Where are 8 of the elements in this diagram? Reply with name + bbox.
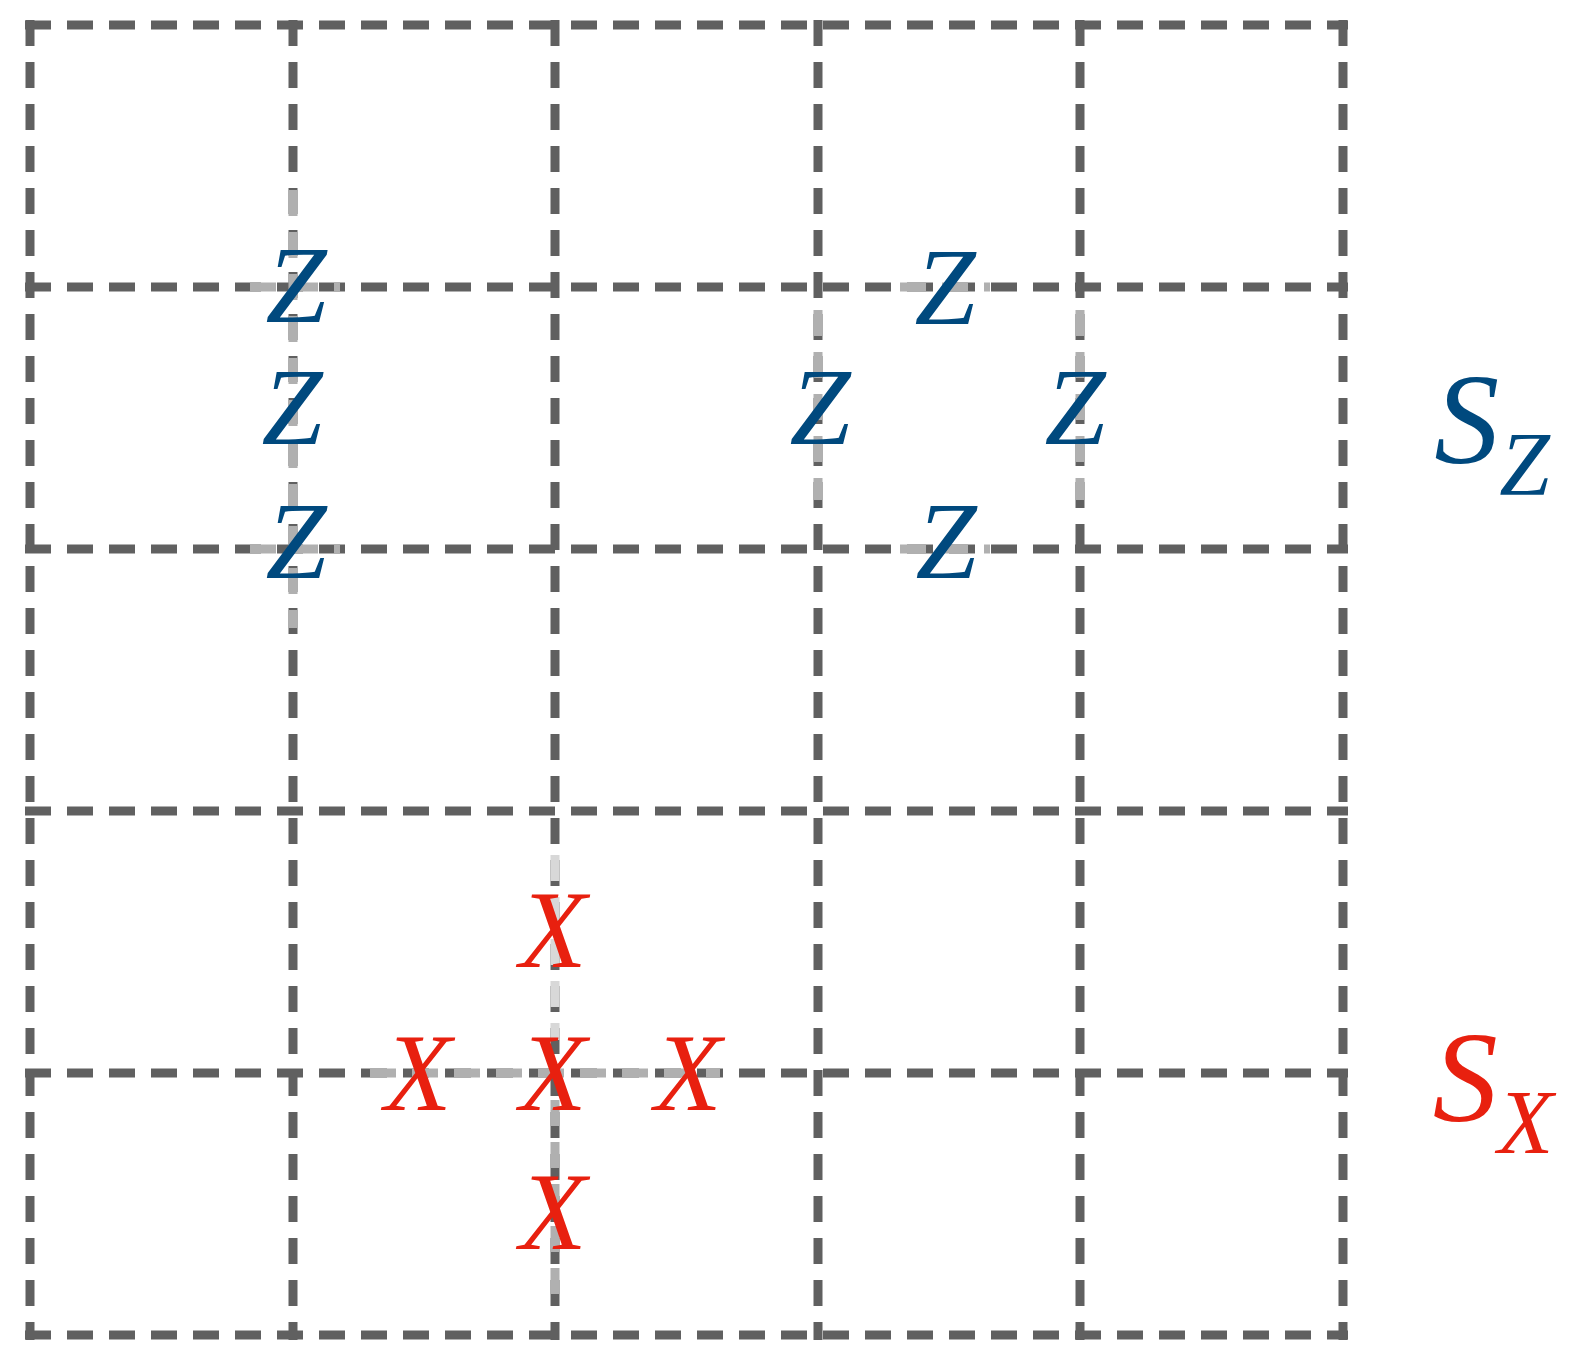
- z-operator-label: Z: [265, 230, 327, 340]
- z-operator-label: Z: [261, 352, 323, 462]
- z-operator-label: Z: [789, 352, 851, 462]
- z-operator-label: Z: [265, 486, 327, 596]
- z-operator-label: Z: [914, 232, 976, 342]
- z-operator-label: Z: [915, 486, 977, 596]
- stabilizer-label: S$_{Z}$: [1434, 354, 1550, 510]
- z-operator-label: Z: [1044, 352, 1106, 462]
